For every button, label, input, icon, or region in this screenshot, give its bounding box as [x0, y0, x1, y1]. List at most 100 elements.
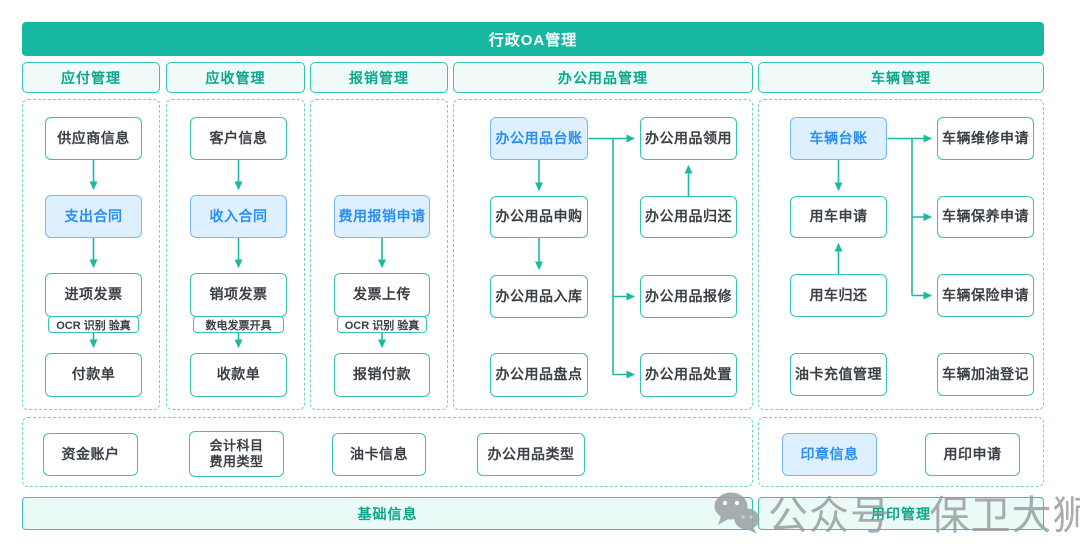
- node-supplies-type: 办公用品类型: [477, 433, 585, 476]
- node-supplies-stocktake-label: 办公用品盘点: [495, 366, 583, 383]
- node-supplies-inbound-label: 办公用品入库: [495, 287, 583, 304]
- node-ocr-verify-payable: OCR 识别 验真: [48, 316, 139, 333]
- node-supplies-ledger-label: 办公用品台账: [495, 129, 583, 146]
- node-output-invoice-label: 销项发票: [209, 286, 268, 303]
- node-fund-account: 资金账户: [43, 433, 138, 476]
- node-input-invoice: 进项发票: [45, 273, 142, 317]
- node-vehicle-use-apply-label: 用车申请: [809, 208, 868, 225]
- node-supplies-ledger: 办公用品台账: [490, 117, 588, 160]
- node-vehicle-use-return: 用车归还: [790, 274, 887, 317]
- seal-container: [758, 417, 1044, 487]
- header-payable-label: 应付管理: [61, 69, 121, 86]
- node-output-invoice: 销项发票: [190, 273, 287, 317]
- office-supplies-column-container: [453, 99, 753, 410]
- accounting-line2: 费用类型: [209, 454, 264, 469]
- wechat-icon: [714, 492, 760, 534]
- node-ocr-verify-reimburse: OCR 识别 验真: [337, 316, 427, 333]
- node-vehicle-repair-apply-label: 车辆维修申请: [942, 129, 1029, 146]
- main-banner: 行政OA管理: [22, 22, 1044, 56]
- node-income-contract: 收入合同: [190, 195, 287, 238]
- node-fuel-card-info-label: 油卡信息: [350, 445, 408, 462]
- header-vehicle: 车辆管理: [758, 62, 1044, 93]
- watermark: 公众号 · 保卫大狮兄: [712, 483, 1080, 541]
- seal-management-banner-label: 用印管理: [871, 505, 931, 522]
- node-expense-claim-label: 费用报销申请: [338, 207, 426, 224]
- node-supplies-purchase: 办公用品申购: [490, 196, 588, 238]
- node-receipt-order-label: 收款单: [216, 366, 261, 383]
- node-income-contract-label: 收入合同: [209, 207, 268, 224]
- receivable-column-container: [166, 99, 305, 410]
- node-supplies-return: 办公用品归还: [640, 196, 737, 238]
- node-vehicle-ledger-label: 车辆台账: [809, 129, 868, 146]
- header-payable: 应付管理: [22, 62, 160, 93]
- node-expense-contract: 支出合同: [45, 195, 142, 238]
- watermark-text: 公众号 · 保卫大狮兄: [768, 494, 1080, 538]
- node-vehicle-refuel-register-label: 车辆加油登记: [942, 365, 1029, 382]
- node-seal-info: 印章信息: [782, 433, 877, 476]
- node-expense-claim: 费用报销申请: [334, 195, 430, 238]
- node-vehicle-use-apply: 用车申请: [790, 196, 887, 238]
- node-vehicle-ledger: 车辆台账: [790, 117, 887, 160]
- node-supplier-info: 供应商信息: [45, 117, 142, 160]
- node-supplies-stocktake: 办公用品盘点: [490, 353, 588, 397]
- node-supplies-type-label: 办公用品类型: [487, 445, 575, 462]
- node-supplies-dispose: 办公用品处置: [640, 353, 737, 397]
- payable-column-container: [22, 99, 160, 410]
- node-supplies-collect: 办公用品领用: [640, 117, 737, 160]
- node-vehicle-refuel-register: 车辆加油登记: [937, 353, 1034, 396]
- header-office-supplies-label: 办公用品管理: [558, 69, 648, 86]
- node-expense-contract-label: 支出合同: [64, 207, 123, 224]
- node-supplies-dispose-label: 办公用品处置: [645, 366, 732, 383]
- node-vehicle-repair-apply: 车辆维修申请: [937, 117, 1034, 160]
- base-info-container: [22, 417, 753, 487]
- header-receivable: 应收管理: [166, 62, 305, 93]
- node-input-invoice-label: 进项发票: [64, 286, 123, 303]
- node-payment-order-label: 付款单: [71, 366, 116, 383]
- node-fuel-card-recharge-label: 油卡充值管理: [795, 365, 882, 382]
- node-invoice-upload-label: 发票上传: [353, 286, 411, 303]
- main-banner-title: 行政OA管理: [488, 31, 578, 49]
- node-seal-apply-label: 用印申请: [943, 445, 1002, 462]
- node-supplies-repair-label: 办公用品报修: [645, 287, 732, 304]
- node-payment-order: 付款单: [45, 353, 142, 397]
- node-ocr-verify-reimburse-label: OCR 识别 验真: [344, 319, 420, 332]
- node-einvoice-issue: 数电发票开具: [193, 316, 284, 333]
- accounting-line1: 会计科目: [209, 437, 264, 453]
- node-seal-info-label: 印章信息: [800, 445, 859, 462]
- node-vehicle-maintenance-apply-label: 车辆保养申请: [942, 208, 1029, 225]
- node-seal-apply: 用印申请: [925, 433, 1020, 476]
- base-info-banner-label: 基础信息: [357, 505, 418, 522]
- node-vehicle-insurance-apply: 车辆保险申请: [937, 274, 1034, 317]
- node-accounting-subject: 会计科目 费用类型: [189, 431, 284, 477]
- node-fund-account-label: 资金账户: [61, 445, 120, 462]
- header-reimburse-label: 报销管理: [349, 69, 409, 86]
- header-reimburse: 报销管理: [310, 62, 448, 93]
- node-fuel-card-info: 油卡信息: [332, 433, 426, 476]
- node-claim-payment: 报销付款: [334, 353, 430, 397]
- node-supplies-purchase-label: 办公用品申购: [495, 208, 583, 225]
- node-accounting-subject-label: 会计科目 费用类型: [209, 438, 263, 471]
- vehicle-column-container: [758, 99, 1044, 410]
- node-supplies-return-label: 办公用品归还: [645, 208, 732, 225]
- header-vehicle-label: 车辆管理: [871, 69, 931, 86]
- node-customer-info: 客户信息: [190, 117, 287, 160]
- node-vehicle-maintenance-apply: 车辆保养申请: [937, 196, 1034, 238]
- base-info-banner: 基础信息: [22, 497, 753, 530]
- node-supplies-inbound: 办公用品入库: [490, 275, 588, 318]
- reimburse-column-container: [310, 99, 448, 410]
- node-ocr-verify-payable-label: OCR 识别 验真: [56, 319, 131, 332]
- node-fuel-card-recharge: 油卡充值管理: [790, 353, 887, 396]
- node-claim-payment-label: 报销付款: [353, 366, 411, 383]
- header-receivable-label: 应收管理: [205, 69, 266, 86]
- node-receipt-order: 收款单: [190, 353, 287, 397]
- node-einvoice-issue-label: 数电发票开具: [205, 319, 272, 332]
- node-invoice-upload: 发票上传: [334, 273, 430, 317]
- node-supplies-repair: 办公用品报修: [640, 275, 737, 318]
- header-office-supplies: 办公用品管理: [453, 62, 753, 93]
- node-vehicle-insurance-apply-label: 车辆保险申请: [942, 286, 1029, 303]
- node-customer-info-label: 客户信息: [209, 129, 268, 146]
- node-supplies-collect-label: 办公用品领用: [645, 129, 732, 146]
- seal-management-banner: 用印管理: [758, 497, 1044, 530]
- node-supplier-info-label: 供应商信息: [57, 129, 130, 146]
